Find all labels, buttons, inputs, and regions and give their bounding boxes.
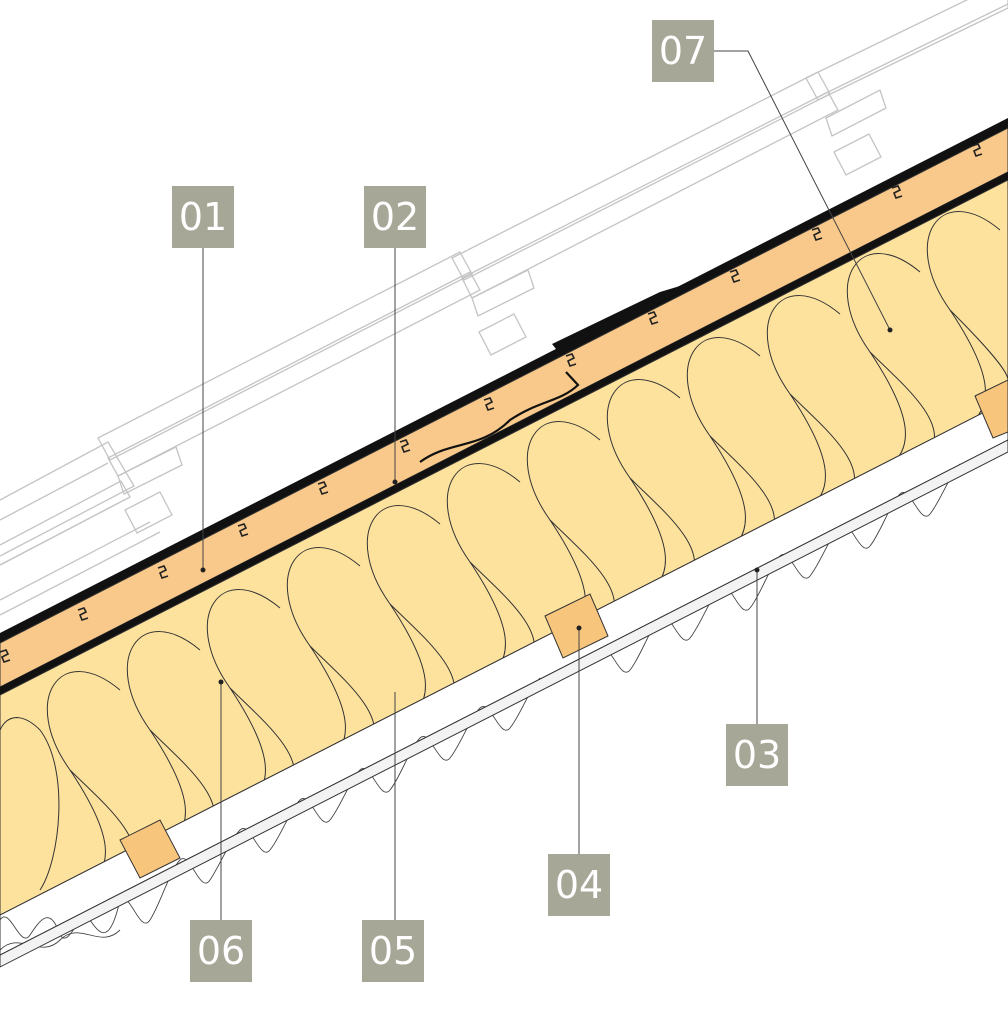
outer-membrane	[0, 118, 1008, 643]
membrane-lap	[552, 282, 700, 354]
callout-04: 04	[548, 854, 610, 916]
callout-05: 05	[362, 920, 424, 982]
insulation-layer	[0, 179, 1008, 916]
vapour-membrane	[0, 172, 1008, 695]
tongue-groove-joints	[0, 143, 983, 663]
leader-dots	[200, 327, 893, 685]
callout-02: 02	[364, 186, 426, 248]
callout-01: 01	[172, 186, 234, 248]
leader-lines	[202, 50, 891, 920]
wood-fibre-board	[0, 127, 1008, 688]
callout-03: 03	[726, 724, 788, 786]
callout-07: 07	[652, 20, 714, 82]
batten-right	[974, 379, 1008, 439]
batten-left	[119, 819, 181, 879]
roof-tiles	[0, 0, 1008, 616]
batten-center	[544, 593, 609, 659]
service-insulation	[0, 399, 1008, 956]
membrane-fold	[419, 371, 580, 463]
callout-06: 06	[190, 920, 252, 982]
